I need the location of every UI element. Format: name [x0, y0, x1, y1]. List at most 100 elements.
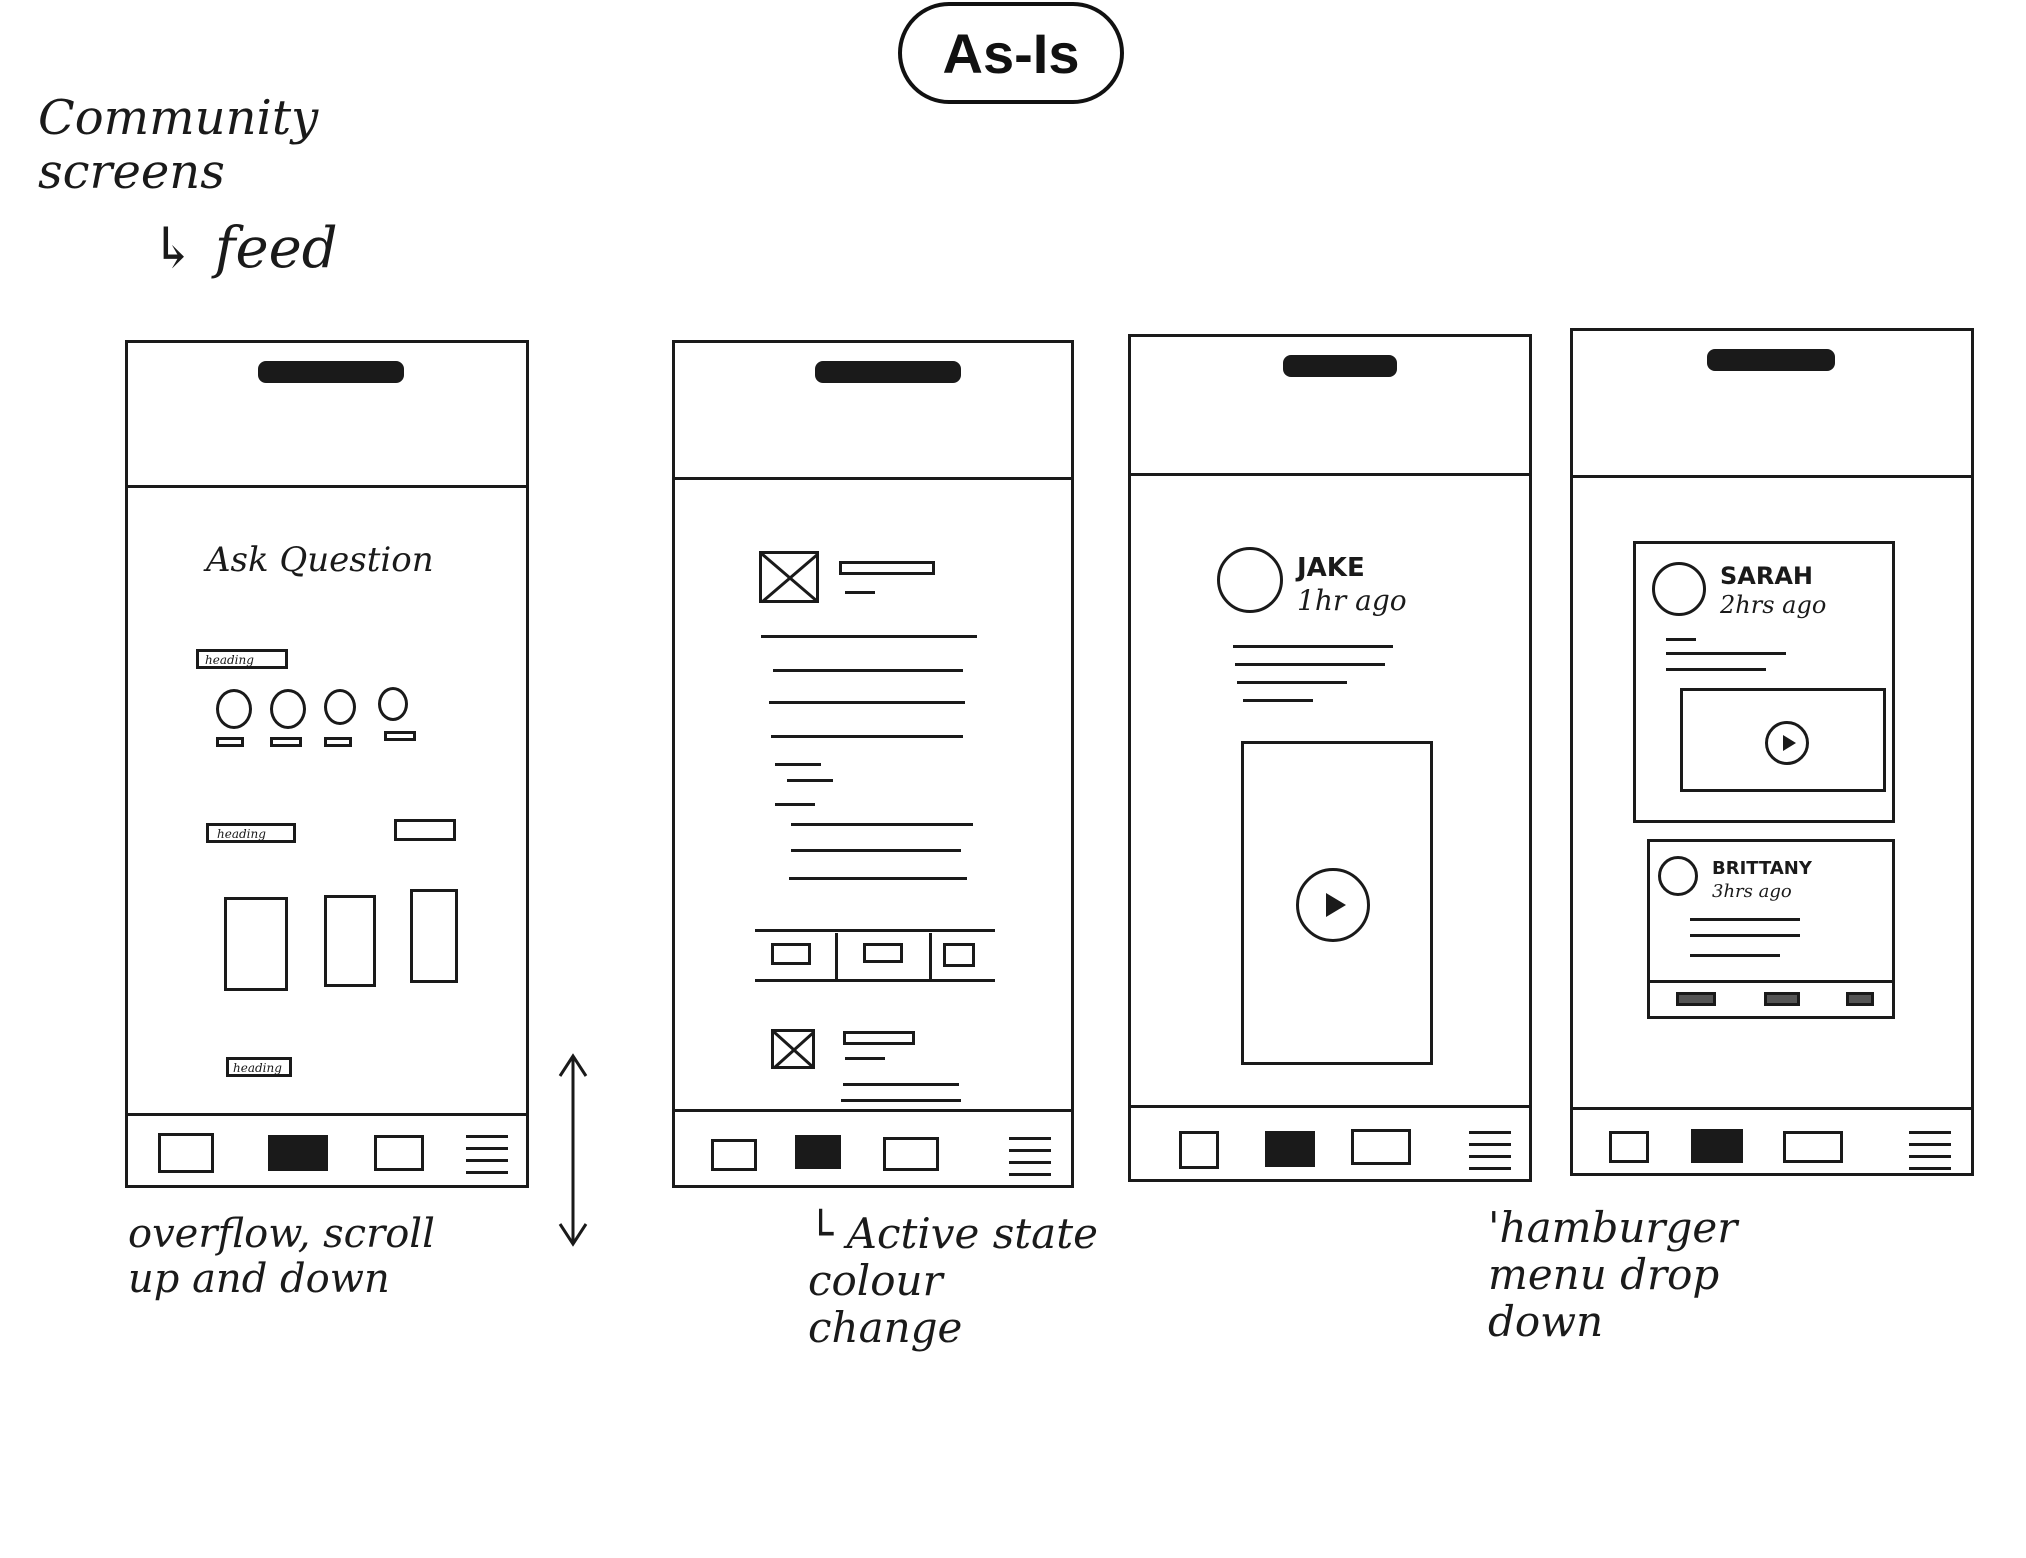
- nav-tab-home[interactable]: [1609, 1131, 1649, 1163]
- nav-tab-home[interactable]: [1179, 1131, 1219, 1169]
- text-line: [1666, 668, 1766, 671]
- note-overflow-scroll: overflow, scroll up and down: [128, 1211, 435, 1302]
- avatar-caption: [384, 731, 416, 741]
- note-community-screens: Community screens: [38, 90, 319, 200]
- avatar-caption: [270, 737, 302, 747]
- nav-tab-community-active[interactable]: [1265, 1131, 1315, 1167]
- image-placeholder-icon: [771, 1029, 816, 1070]
- avatar-caption: [216, 737, 244, 747]
- section-heading-box: heading: [206, 823, 296, 843]
- text-line: [841, 1099, 961, 1102]
- nav-tab-tab3[interactable]: [1783, 1131, 1843, 1163]
- share-button[interactable]: [943, 943, 975, 967]
- text-line: [791, 823, 973, 826]
- hamburger-icon[interactable]: [1909, 1127, 1955, 1171]
- section-heading-box: heading: [196, 649, 288, 669]
- post-card[interactable]: BRITTANY 3hrs ago: [1647, 839, 1895, 1019]
- wireframe-screen-feed: Ask Question heading heading heading: [125, 340, 529, 1188]
- post-author-name: BRITTANY: [1712, 858, 1812, 879]
- note-feed: ↳ feed: [150, 216, 338, 281]
- header-divider: [1573, 475, 1971, 478]
- text-line: [789, 877, 967, 880]
- nav-tab-tab3[interactable]: [374, 1135, 424, 1171]
- comment-button[interactable]: [863, 943, 903, 963]
- avatar-icon: [1652, 562, 1706, 616]
- nav-tab-home[interactable]: [711, 1139, 757, 1171]
- play-icon[interactable]: [1296, 868, 1370, 942]
- action-bar-top: [1650, 980, 1894, 983]
- header-divider: [128, 485, 526, 488]
- video-player[interactable]: [1680, 688, 1886, 792]
- hamburger-icon[interactable]: [1009, 1133, 1055, 1177]
- nav-tab-tab3[interactable]: [1351, 1129, 1411, 1165]
- text-line: [1690, 954, 1780, 957]
- status-bar-notch: [815, 361, 961, 383]
- avatar-icon: [1658, 856, 1698, 896]
- bottom-nav-divider: [1131, 1105, 1529, 1108]
- section-heading-box: heading: [226, 1057, 292, 1077]
- section-heading-label: heading: [217, 827, 266, 841]
- text-line: [1233, 645, 1393, 648]
- note-hamburger-menu: 'hamburger menu drop down: [1488, 1203, 1738, 1347]
- nav-tab-community-active[interactable]: [268, 1135, 328, 1171]
- text-line: [775, 763, 821, 766]
- wireframe-screen-article: [672, 340, 1074, 1188]
- bottom-nav-divider: [128, 1113, 526, 1116]
- avatar-icon: [324, 689, 356, 725]
- share-button[interactable]: [1846, 992, 1874, 1006]
- image-placeholder-icon: [759, 551, 819, 604]
- wireframe-screen-video-post: JAKE 1hr ago: [1128, 334, 1532, 1182]
- text-line: [1666, 638, 1696, 641]
- text-line: [1237, 681, 1347, 684]
- header-divider: [1131, 473, 1529, 476]
- hamburger-icon[interactable]: [1469, 1127, 1515, 1171]
- header-divider: [675, 477, 1071, 480]
- nav-tab-community-active[interactable]: [795, 1135, 841, 1169]
- video-player[interactable]: [1241, 741, 1433, 1065]
- action-bar-top: [755, 929, 995, 932]
- text-line: [773, 669, 963, 672]
- avatar-icon: [216, 689, 252, 729]
- like-button[interactable]: [771, 943, 811, 965]
- double-arrow-icon: [558, 1053, 588, 1247]
- note-active-state: └ Active state colour change: [808, 1209, 1098, 1353]
- status-bar-notch: [1707, 349, 1835, 371]
- post-time: 3hrs ago: [1712, 881, 1792, 902]
- text-line: [761, 635, 977, 638]
- text-line: [1666, 652, 1786, 655]
- nav-tab-home[interactable]: [158, 1133, 214, 1173]
- status-bar-notch: [258, 361, 404, 383]
- wireframe-screen-posts-list: SARAH 2hrs ago BRITTANY 3hrs ago: [1570, 328, 1974, 1176]
- play-icon[interactable]: [1765, 721, 1809, 765]
- text-line: [791, 849, 961, 852]
- avatar-caption: [324, 737, 352, 747]
- ask-question-label: Ask Question: [206, 540, 434, 580]
- bottom-nav-divider: [1573, 1107, 1971, 1110]
- avatar-icon: [378, 687, 408, 721]
- section-heading-label: heading: [205, 653, 254, 667]
- status-bar-notch: [1283, 355, 1397, 377]
- nav-tab-community-active[interactable]: [1691, 1129, 1743, 1163]
- nav-tab-tab3[interactable]: [883, 1137, 939, 1171]
- hamburger-icon[interactable]: [466, 1131, 512, 1175]
- author-name-box: [839, 561, 935, 575]
- content-card: [410, 889, 458, 983]
- commenter-name-box: [843, 1031, 915, 1045]
- text-line: [771, 735, 963, 738]
- text-line: [775, 803, 815, 806]
- text-line: [845, 1057, 885, 1060]
- post-author-name: SARAH: [1720, 562, 1813, 590]
- content-card: [224, 897, 288, 991]
- content-card: [324, 895, 376, 987]
- post-card[interactable]: SARAH 2hrs ago: [1633, 541, 1895, 823]
- like-button[interactable]: [1676, 992, 1716, 1006]
- meta-line: [845, 591, 875, 594]
- comment-button[interactable]: [1764, 992, 1800, 1006]
- see-all-button[interactable]: [394, 819, 456, 841]
- action-bar-bottom: [755, 979, 995, 982]
- avatar-icon: [1217, 547, 1283, 613]
- text-line: [1243, 699, 1313, 702]
- post-author-name: JAKE: [1297, 553, 1365, 583]
- section-heading-label: heading: [233, 1061, 282, 1075]
- text-line: [1235, 663, 1385, 666]
